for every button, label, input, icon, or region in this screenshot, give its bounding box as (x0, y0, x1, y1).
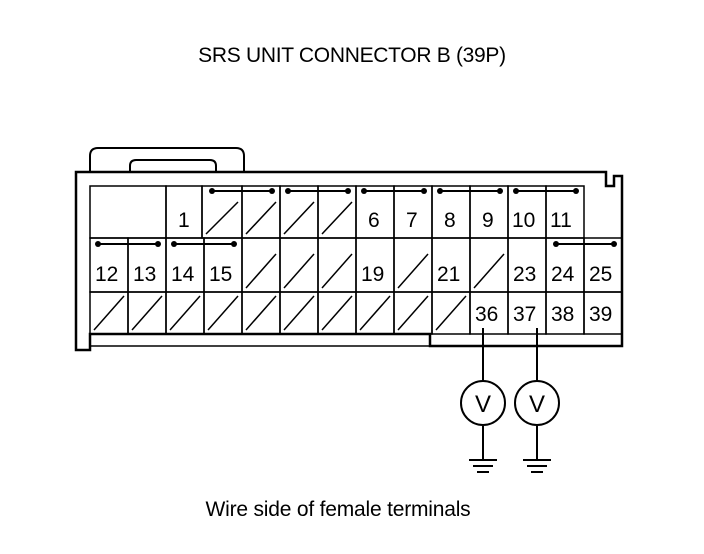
ground-symbol-2 (523, 459, 551, 473)
terminal-7: 7 (406, 209, 418, 232)
terminal-21: 21 (437, 263, 460, 286)
cell-block-left-top (89, 185, 167, 239)
terminal-9: 9 (482, 209, 494, 232)
terminal-13: 13 (133, 263, 156, 286)
terminal-14: 14 (171, 263, 195, 286)
connector-housing (74, 170, 624, 352)
terminal-6: 6 (368, 209, 380, 232)
terminal-23: 23 (513, 263, 536, 286)
connector-latch-inner (129, 159, 217, 172)
terminal-19: 19 (361, 263, 384, 286)
terminal-11: 11 (550, 209, 572, 232)
connector-latch (89, 147, 245, 172)
terminal-1: 1 (178, 209, 190, 232)
ground-symbol-1 (469, 459, 497, 473)
voltmeter-2-symbol: V (529, 391, 545, 418)
terminal-10: 10 (512, 209, 535, 232)
terminal-38: 38 (551, 303, 574, 326)
shorting-bars (98, 190, 614, 245)
terminal-36: 36 (475, 303, 498, 326)
terminal-39: 39 (589, 303, 612, 326)
diagram-caption: Wire side of female terminals (205, 498, 471, 521)
terminal-24: 24 (551, 263, 575, 286)
terminal-8: 8 (444, 209, 456, 232)
voltmeter-1 (460, 380, 506, 426)
terminal-37: 37 (513, 303, 536, 326)
terminal-12: 12 (95, 263, 118, 286)
diagram-title: SRS UNIT CONNECTOR B (39P) (198, 44, 506, 67)
voltmeter-2 (514, 380, 560, 426)
voltmeter-1-symbol: V (475, 391, 491, 418)
terminal-15: 15 (209, 263, 232, 286)
terminal-25: 25 (589, 263, 612, 286)
